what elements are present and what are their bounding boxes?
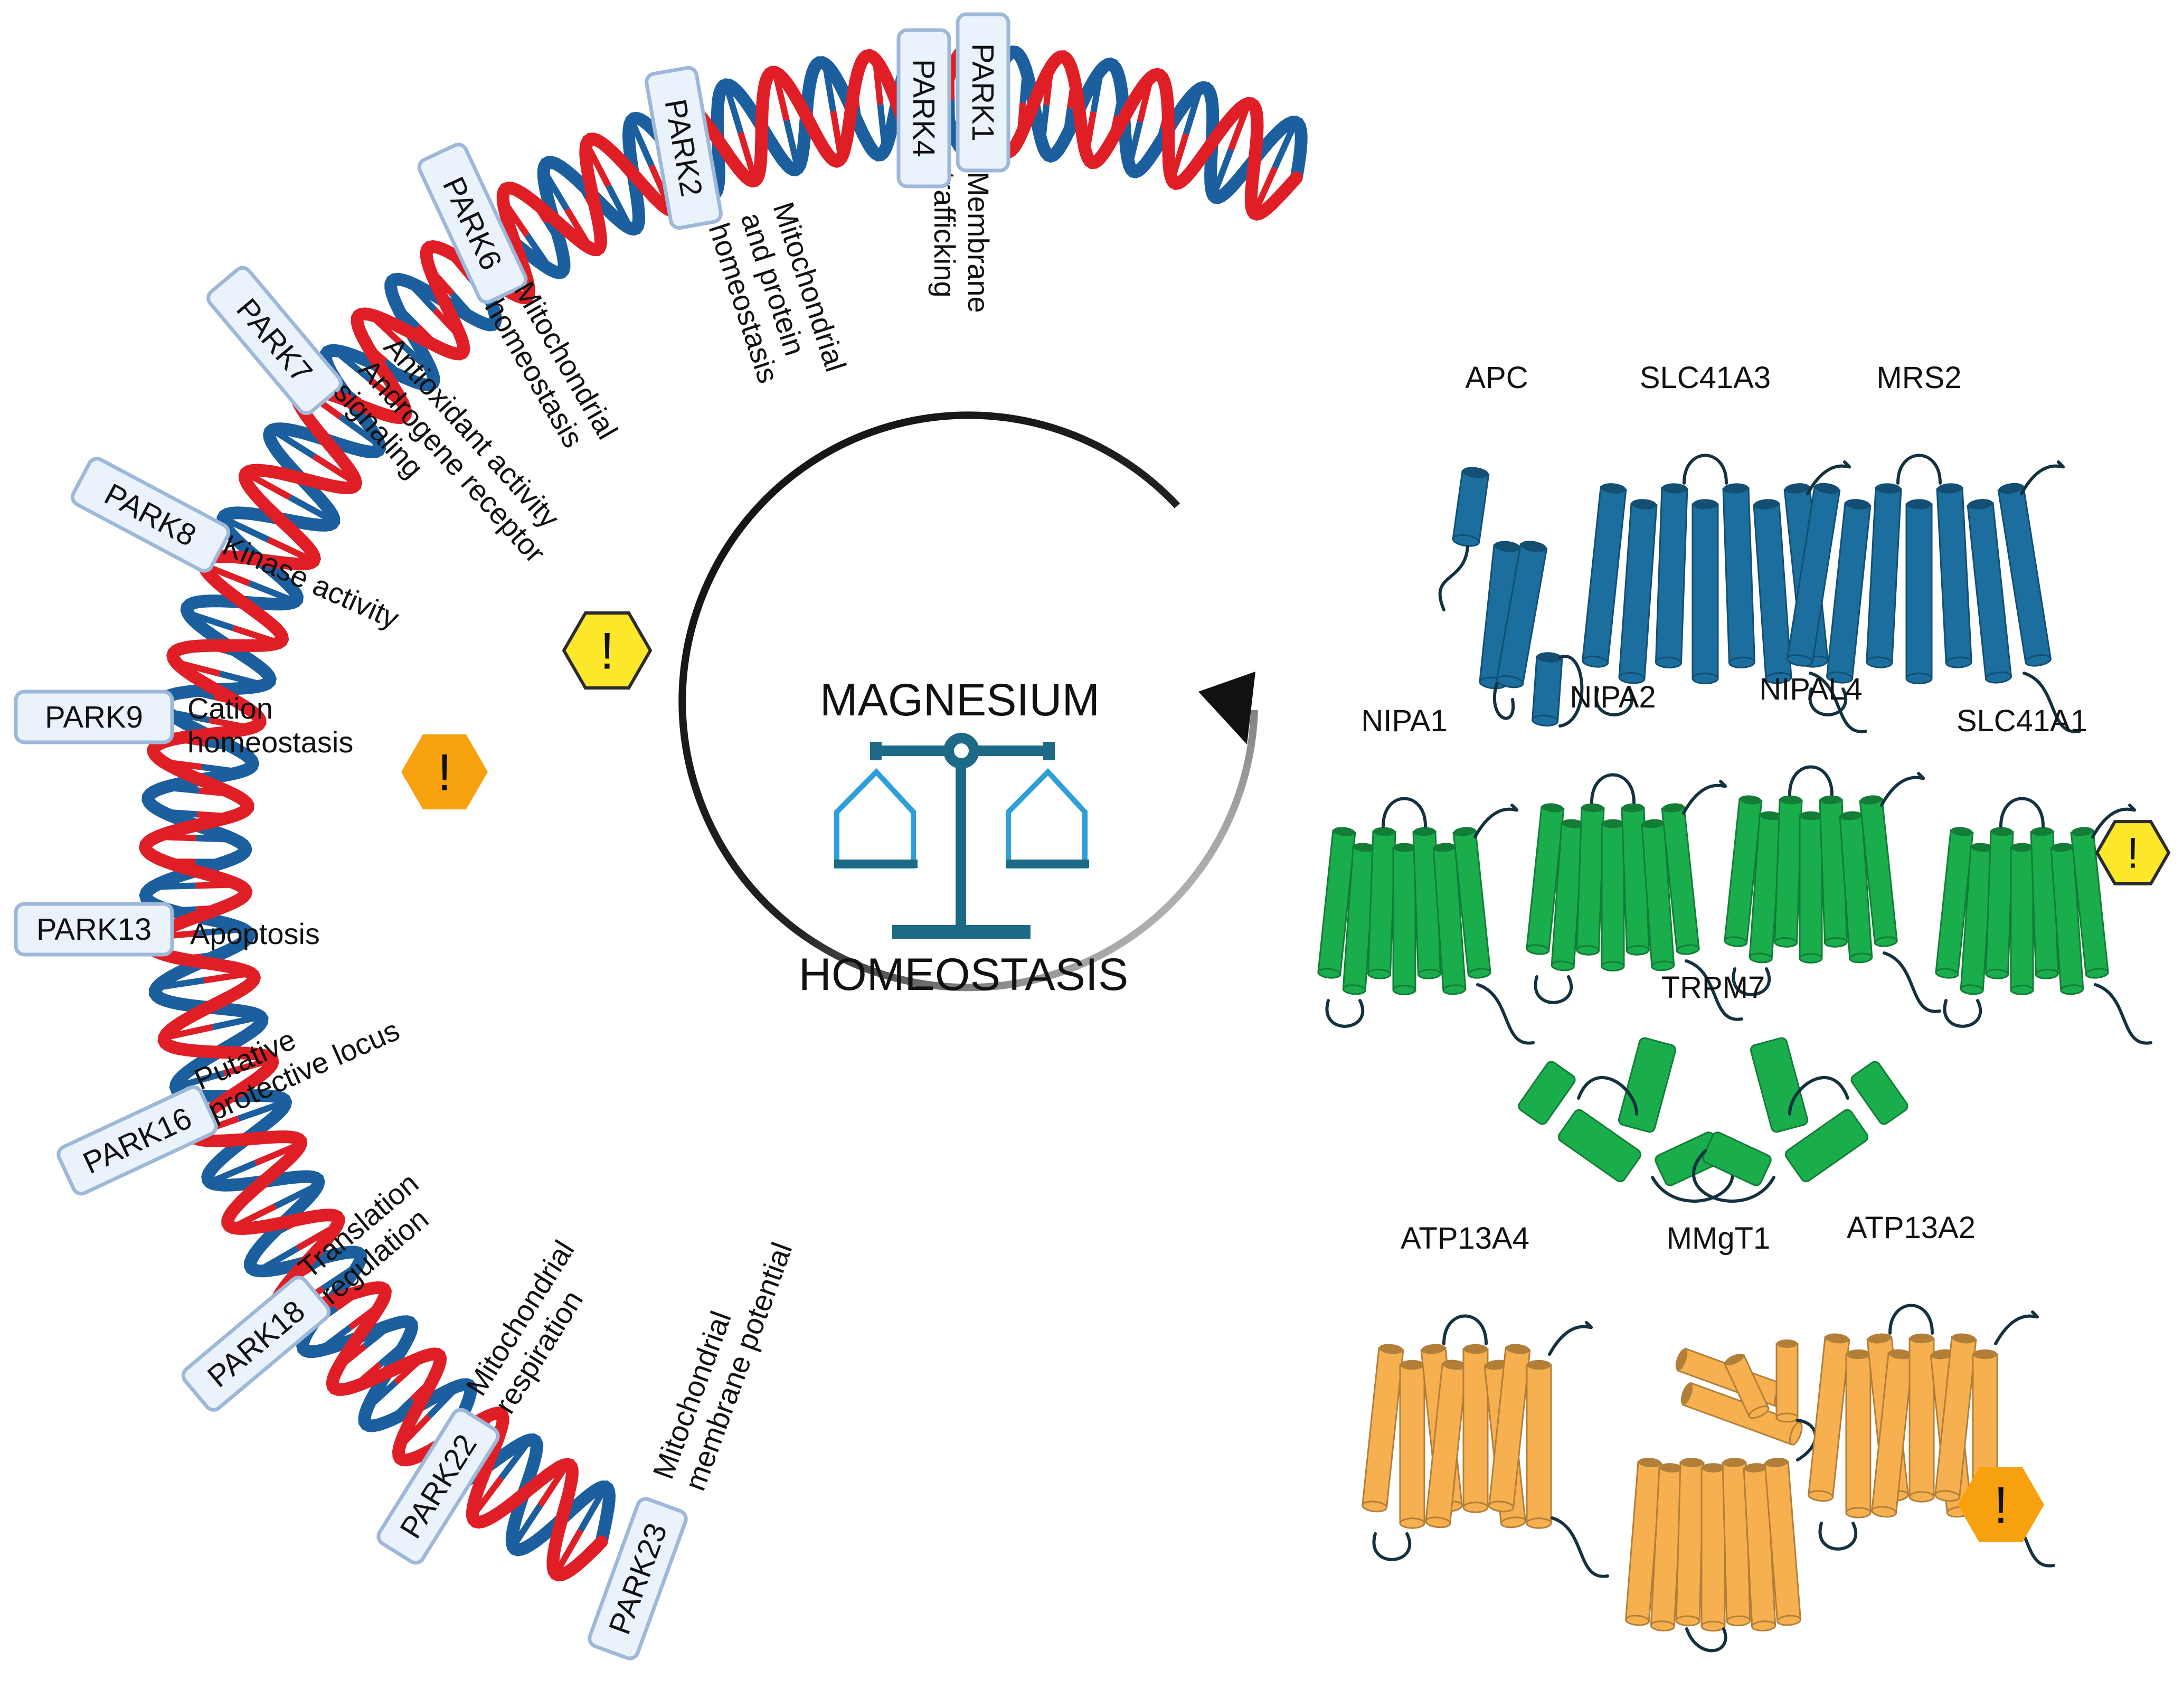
protein-mmgt1: MMgT1 (1626, 1221, 1816, 1650)
warning-icon: ! (564, 613, 650, 688)
center-title-top: MAGNESIUM (820, 675, 1100, 725)
homeostasis-cycle: MAGNESIUM HOMEOSTASIS (682, 415, 1255, 1000)
gene-box: PARK9 (16, 692, 172, 742)
center-title-bottom: HOMEOSTASIS (799, 949, 1128, 1000)
gene-function-line: homeostasis (187, 725, 353, 759)
protein-apc: APC (1440, 361, 1582, 726)
protein-nipa2: NIPA2 (1526, 680, 1742, 1020)
protein-label: APC (1465, 361, 1528, 395)
protein-label: ATP13A2 (1847, 1211, 1976, 1245)
gene-park13: PARK13 Apoptosis (16, 904, 320, 955)
protein-slc41a1: SLC41A1! (1935, 704, 2169, 1043)
gene-box: PARK1 (958, 14, 1008, 171)
gene-function: Apoptosis (190, 917, 320, 950)
warning-icon: ! (2097, 822, 2169, 884)
protein-atp13a4: ATP13A4 (1362, 1221, 1608, 1577)
gene-function-line: Apoptosis (190, 917, 320, 950)
svg-text:!: ! (1993, 1476, 2008, 1534)
protein-label: NIPA2 (1570, 680, 1656, 714)
gene-label: PARK13 (36, 912, 152, 947)
protein-label: SLC41A3 (1640, 361, 1771, 395)
protein-label: NIPAL4 (1759, 672, 1863, 706)
gene-box: PARK7 (205, 265, 344, 417)
svg-text:!: ! (2127, 829, 2139, 877)
gene-park4: PARK4 (899, 30, 949, 186)
protein-atp13a2: ATP13A2! (1808, 1211, 2054, 1566)
gene-box: PARK13 (16, 904, 172, 955)
gene-box: PARK4 (899, 30, 949, 186)
gene-label: PARK1 (966, 43, 1000, 141)
balance-scale-icon (834, 733, 1089, 939)
warning-icon: ! (401, 734, 488, 809)
svg-text:!: ! (437, 743, 451, 801)
protein-label: ATP13A4 (1401, 1221, 1529, 1256)
gene-function-line: trafficking (928, 172, 961, 298)
protein-nipal4: NIPAL4 (1724, 672, 1940, 1012)
protein-label: MMgT1 (1667, 1221, 1771, 1256)
protein-label: MRS2 (1876, 361, 1961, 395)
gene-function-line: Membrane (962, 172, 995, 313)
gene-label: PARK4 (906, 59, 941, 157)
protein-trpm7: TRPM7 (1517, 970, 1910, 1201)
protein-label: TRPM7 (1661, 970, 1765, 1005)
svg-text:!: ! (600, 621, 614, 680)
protein-label: NIPA1 (1361, 704, 1447, 738)
cycle-arrowhead-icon (1198, 672, 1255, 744)
gene-box: PARK8 (70, 456, 231, 574)
gene-label: PARK9 (45, 700, 143, 734)
protein-label: SLC41A1 (1957, 704, 2087, 738)
protein-nipa1: NIPA1 (1318, 704, 1533, 1043)
warning-icon: ! (1958, 1467, 2044, 1542)
gene-function-line: Cation (187, 692, 273, 725)
gene-box: PARK16 (56, 1084, 219, 1196)
